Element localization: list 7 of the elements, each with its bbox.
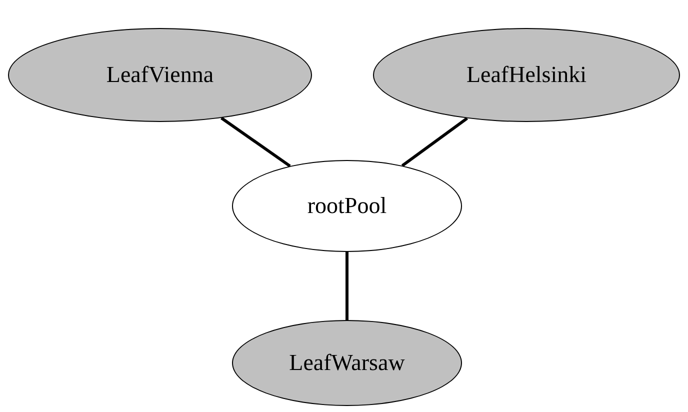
node-label: rootPool — [307, 192, 387, 220]
connector-line — [401, 117, 468, 167]
node-label: LeafWarsaw — [289, 348, 405, 377]
node-label: LeafHelsinki — [466, 60, 587, 89]
node-label: LeafVienna — [106, 60, 214, 89]
connector-line — [220, 116, 291, 168]
connector-line — [346, 252, 348, 320]
